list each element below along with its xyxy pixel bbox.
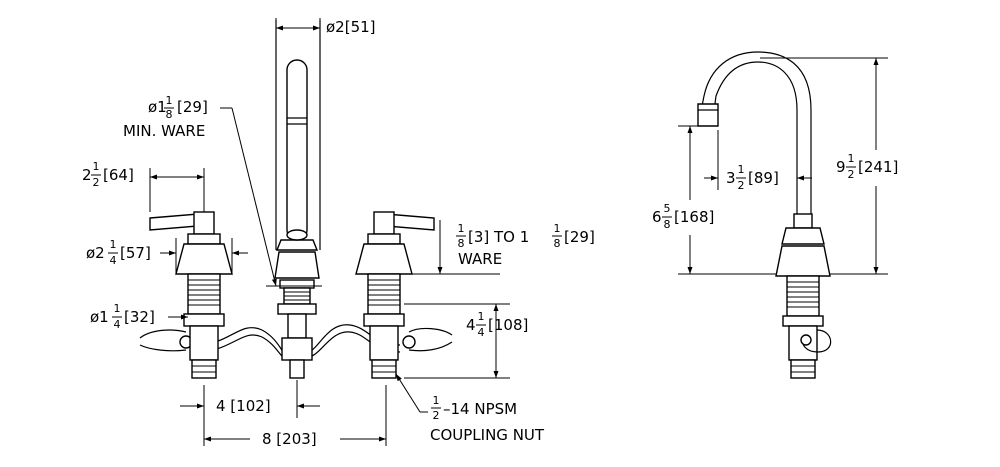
shank-length-den: 4 [478,326,485,339]
coupling-num: 1 [433,394,440,407]
center-full-dim: 8 [203] [203,385,387,448]
min-ware-note: MIN. WARE [123,122,205,140]
right-valve [355,211,435,379]
right-shank-threads [368,279,400,306]
coupling-thread-spec: –14 NPSM [443,400,517,418]
side-total-den: 2 [848,168,855,181]
front-view [139,20,453,379]
shank-length-suffix: [108] [488,316,528,334]
min-ware-den: 8 [166,108,173,121]
center-full-label: 8 [203] [262,430,317,448]
shank-dia-den: 4 [114,318,121,331]
left-valve [149,211,233,379]
shank-dia-num: 1 [114,302,121,315]
shank-length-whole: 4 [466,316,476,334]
spout-diameter-label: ø2[51] [326,18,376,36]
side-handle [775,213,831,277]
min-ware-label: ø1 [148,98,167,116]
ware-range-num2: 1 [554,222,561,235]
spout [274,20,321,279]
handle-length-dim: 2 1 2 [64] [82,160,205,212]
shank-dia-whole: ø1 [90,308,109,326]
side-spout [697,51,812,220]
shank-dia-suffix: [32] [124,308,155,326]
handle-length-num: 1 [93,160,100,173]
coupling-nut-label: COUPLING NUT [430,426,545,444]
side-height-suffix: [168] [674,208,714,226]
shank-length-dim: 4 1 4 [108] [404,303,528,379]
shank-length-num: 1 [478,310,485,323]
side-reach-suffix: [89] [748,169,779,187]
center-half-label: 4 [102] [216,397,271,415]
side-height-dim: 6 5 8 [168] [652,125,776,275]
side-reach-num: 1 [738,163,745,176]
handle-length-den: 2 [93,176,100,189]
side-height-den: 8 [664,218,671,231]
handle-length-suffix: [64] [103,166,134,184]
escutcheon-diameter-dim: ø2 1 4 [57] [86,238,248,274]
escutcheon-den: 4 [110,254,117,267]
ware-range-mid: [3] TO 1 [468,228,529,246]
side-reach-dim: 3 1 2 [89] [704,130,812,192]
side-height-whole: 6 [652,208,662,226]
min-ware-dim: ø1 1 8 [29] MIN. WARE [123,94,322,287]
side-total-dim: 9 1 2 [241] [760,57,898,275]
coupling-nut-callout: 1 2 –14 NPSM COUPLING NUT [395,373,545,444]
side-total-whole: 9 [836,158,846,176]
spout-diameter-dim: ø2[51] [275,18,376,36]
handle-length-whole: 2 [82,166,92,184]
ware-range-den2: 8 [554,237,561,250]
escutcheon-num: 1 [110,238,117,251]
side-shank [782,275,832,379]
coupling-den: 2 [433,409,440,422]
shank-diameter-dim: ø1 1 4 [32] [90,302,188,331]
side-total-num: 1 [848,152,855,165]
side-height-num: 5 [664,202,671,215]
escutcheon-whole: ø2 [86,244,105,262]
escutcheon-suffix: [57] [120,244,151,262]
side-view [697,51,832,379]
left-shank-threads [188,279,220,306]
min-ware-num: 1 [166,94,173,107]
side-total-suffix: [241] [858,158,898,176]
side-reach-whole: 3 [726,169,736,187]
min-ware-suffix: [29] [177,98,208,116]
side-reach-den: 2 [738,179,745,192]
ware-range-suffix: [29] [564,228,595,246]
center-half-dim: 4 [102] [180,380,320,418]
ware-range-den: 8 [458,237,465,250]
ware-range-num: 1 [458,222,465,235]
ware-range-note: WARE [458,250,502,268]
center-body [277,279,317,379]
ware-range-dim: 1 8 [3] TO 1 1 8 [29] WARE [404,220,595,275]
